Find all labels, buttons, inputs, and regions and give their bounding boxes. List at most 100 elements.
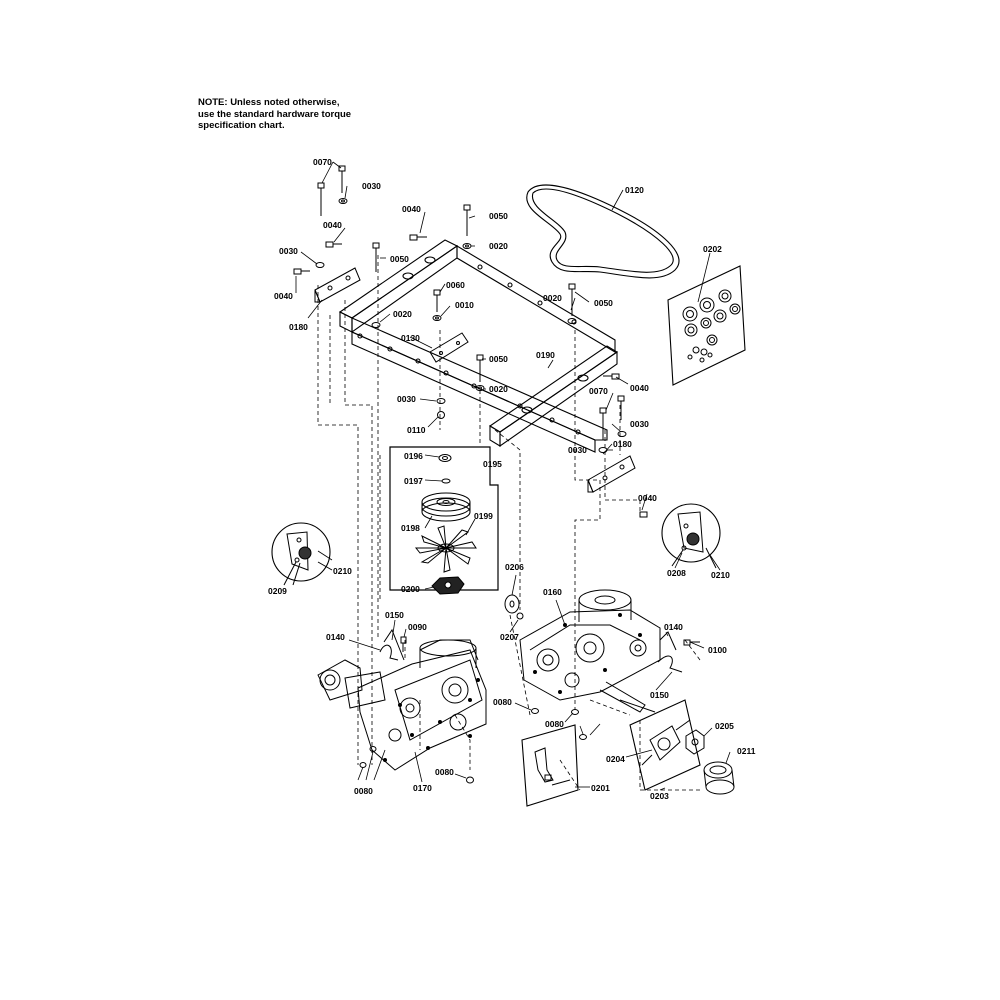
callout-0150-left[interactable]: 0150 xyxy=(385,610,404,620)
bolt-0050-c xyxy=(476,354,484,382)
callout-0195[interactable]: 0195 xyxy=(483,459,502,469)
callout-0210-left[interactable]: 0210 xyxy=(333,566,352,576)
left-trans-bolt-heads xyxy=(383,678,480,762)
callout-0206[interactable]: 0206 xyxy=(505,562,524,572)
callout-0203[interactable]: 0203 xyxy=(650,791,669,801)
fan-0199 xyxy=(414,525,477,573)
pulley-0198 xyxy=(421,492,471,522)
cap-0211 xyxy=(703,761,735,795)
callout-0080-center-right[interactable]: 0080 xyxy=(545,719,564,729)
callout-0050-right[interactable]: 0050 xyxy=(594,298,613,308)
callout-0020-mid[interactable]: 0020 xyxy=(489,384,508,394)
torque-note-line-1: NOTE: Unless noted otherwise, xyxy=(198,97,340,108)
callout-0040-top-a[interactable]: 0040 xyxy=(402,204,421,214)
callout-0050-mid[interactable]: 0050 xyxy=(489,354,508,364)
callout-0199[interactable]: 0199 xyxy=(474,511,493,521)
callout-0070-right[interactable]: 0070 xyxy=(589,386,608,396)
callout-0130[interactable]: 0130 xyxy=(401,333,420,343)
transmission-right-0160 xyxy=(504,589,700,713)
callout-0170[interactable]: 0170 xyxy=(413,783,432,793)
callout-0070-top-left[interactable]: 0070 xyxy=(313,157,332,167)
bolt-0050-b xyxy=(372,242,380,272)
hex-nut-0205 xyxy=(685,729,705,755)
callout-0030-left[interactable]: 0030 xyxy=(279,246,298,256)
callout-0211[interactable]: 0211 xyxy=(737,746,756,756)
transmission-left-0170 xyxy=(317,628,487,771)
callout-0050-mid-left[interactable]: 0050 xyxy=(390,254,409,264)
detail-circle-right xyxy=(661,503,721,569)
callout-0030-right-top[interactable]: 0030 xyxy=(630,419,649,429)
callout-0202[interactable]: 0202 xyxy=(703,244,722,254)
bolt-0050-d xyxy=(568,283,576,316)
torque-note-line-3: specification chart. xyxy=(198,120,285,131)
washer-group xyxy=(315,198,627,784)
screw-0090 xyxy=(400,636,407,652)
leader-lines xyxy=(295,161,731,791)
washer-0197 xyxy=(441,478,451,484)
callout-0040-top-b[interactable]: 0040 xyxy=(323,220,342,230)
callout-0208[interactable]: 0208 xyxy=(667,568,686,578)
callout-0180-right[interactable]: 0180 xyxy=(613,439,632,449)
bolt-0040-e xyxy=(639,511,648,518)
hub-0200 xyxy=(431,576,465,595)
callout-0120[interactable]: 0120 xyxy=(625,185,644,195)
plate-0130 xyxy=(429,332,469,363)
bracket-0180-left xyxy=(314,267,361,303)
callout-0204[interactable]: 0204 xyxy=(606,754,625,764)
nut-0196 xyxy=(438,454,452,462)
callout-0030-right[interactable]: 0030 xyxy=(568,445,587,455)
callout-0060[interactable]: 0060 xyxy=(446,280,465,290)
spring-0150-right xyxy=(657,655,683,673)
assembly-guide-lines xyxy=(317,255,701,791)
callout-0010[interactable]: 0010 xyxy=(455,300,474,310)
callout-0196[interactable]: 0196 xyxy=(404,451,423,461)
callout-0050-top[interactable]: 0050 xyxy=(489,211,508,221)
part-0207 xyxy=(516,612,524,620)
bolt-0040-c xyxy=(293,268,310,275)
callout-0210-right[interactable]: 0210 xyxy=(711,570,730,580)
callout-0020-right[interactable]: 0020 xyxy=(543,293,562,303)
torque-note-line-2: use the standard hardware torque xyxy=(198,108,352,120)
callout-0040-left[interactable]: 0040 xyxy=(274,291,293,301)
callout-0180-left[interactable]: 0180 xyxy=(289,322,308,332)
bolt-0060 xyxy=(433,289,441,312)
bolt-0070-right-a xyxy=(599,407,607,440)
kit-box-0203 xyxy=(629,699,705,791)
callout-0040-right-top[interactable]: 0040 xyxy=(630,383,649,393)
callout-0207[interactable]: 0207 xyxy=(500,632,519,642)
spring-0140-right xyxy=(659,631,677,651)
callout-0030-top-left[interactable]: 0030 xyxy=(362,181,381,191)
pulley-kit-box-0195 xyxy=(389,446,499,595)
callout-0190[interactable]: 0190 xyxy=(536,350,555,360)
bolt-0040-d xyxy=(603,373,620,380)
kit-box-0201 xyxy=(521,724,579,807)
callout-0201[interactable]: 0201 xyxy=(591,783,610,793)
callout-0209[interactable]: 0209 xyxy=(268,586,287,596)
callout-0150-right[interactable]: 0150 xyxy=(650,690,669,700)
bolt-0070-left-b xyxy=(338,165,346,193)
callout-0140-right[interactable]: 0140 xyxy=(664,622,683,632)
callout-0040-right[interactable]: 0040 xyxy=(638,493,657,503)
callout-0200[interactable]: 0200 xyxy=(401,584,420,594)
bolt-0070-left-a xyxy=(317,182,325,216)
torque-note: NOTE: Unless noted otherwise, use the st… xyxy=(198,97,378,132)
callout-0140-left[interactable]: 0140 xyxy=(326,632,345,642)
callout-0100[interactable]: 0100 xyxy=(708,645,727,655)
callout-0080-bottom[interactable]: 0080 xyxy=(435,767,454,777)
callout-0110[interactable]: 0110 xyxy=(407,425,426,435)
part-0206 xyxy=(504,594,520,614)
callout-0020-top[interactable]: 0020 xyxy=(489,241,508,251)
callout-0160[interactable]: 0160 xyxy=(543,587,562,597)
callout-0020-mid-left[interactable]: 0020 xyxy=(393,309,412,319)
callout-0198[interactable]: 0198 xyxy=(401,523,420,533)
callout-0205[interactable]: 0205 xyxy=(715,721,734,731)
bolt-0040-b xyxy=(325,241,342,248)
bolt-0050-a xyxy=(463,204,471,236)
frame-assembly xyxy=(338,239,619,453)
callout-0030-mid[interactable]: 0030 xyxy=(397,394,416,404)
callout-0080-center[interactable]: 0080 xyxy=(493,697,512,707)
callout-0080-left[interactable]: 0080 xyxy=(354,786,373,796)
callout-0197[interactable]: 0197 xyxy=(404,476,423,486)
callout-0090[interactable]: 0090 xyxy=(408,622,427,632)
